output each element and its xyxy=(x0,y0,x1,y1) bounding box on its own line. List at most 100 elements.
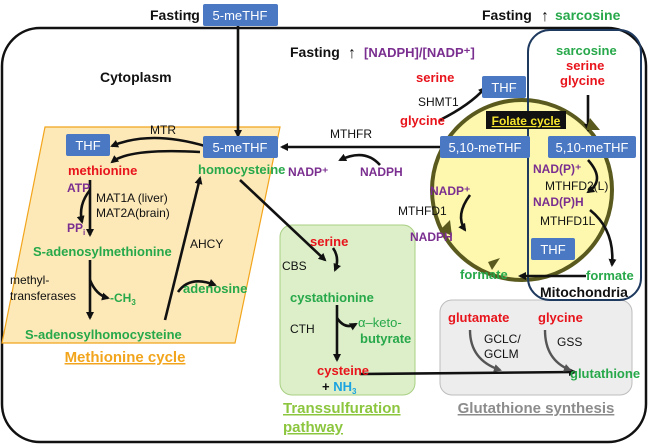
alpha-ketobutyrate-label-2: butyrate xyxy=(360,331,411,346)
glutamate-label: glutamate xyxy=(448,310,509,325)
arrow-cth-ketobutyrate xyxy=(335,317,358,331)
cbs-label: CBS xyxy=(282,259,307,273)
nadp-plus-label: NADP⁺ xyxy=(288,165,328,179)
gclc-label-1: GCLC/ xyxy=(484,332,521,346)
folate-510methf: 5,10-meTHF xyxy=(449,140,522,155)
nadp-plus-2-label: NADP⁺ xyxy=(430,184,470,198)
folate-cycle-label: Folate cycle xyxy=(492,114,561,128)
box-510methf-mito xyxy=(548,136,636,158)
fasting-left-label: Fasting xyxy=(150,7,200,23)
box-thf-mito xyxy=(531,238,575,260)
arrow-ch3 xyxy=(88,279,110,301)
arrow-homocysteine-to-methionine xyxy=(110,149,201,164)
mat2a-label: MAT2A(brain) xyxy=(96,206,170,220)
nadph-label: NADPH xyxy=(360,165,403,179)
fasting-middle-metabolite: [NADPH]/[NADP⁺] xyxy=(364,45,475,60)
mito-nadph-label: NAD(P)H xyxy=(533,195,584,209)
cth-label: CTH xyxy=(290,322,315,336)
mito-nadp-plus-label: NAD(P)⁺ xyxy=(533,162,581,176)
folate-thf-top: THF xyxy=(491,80,516,95)
mito-510methf: 5,10-meTHF xyxy=(556,140,629,155)
methionine-5methf: 5-meTHF xyxy=(213,140,268,155)
box-510methf-cyto xyxy=(440,136,530,158)
mthfd2-label: MTHFD2(L) xyxy=(545,179,608,193)
transsulfuration-title-2: pathway xyxy=(283,419,344,436)
mitochondria-label: Mitochondria xyxy=(540,284,628,300)
glutathione-synthesis-title: Glutathione synthesis xyxy=(458,400,615,417)
methionine-thf: THF xyxy=(75,138,100,153)
arrow-atp-to-ppi xyxy=(76,189,92,224)
gclc-label-2: GCLM xyxy=(484,347,519,361)
arrow-adenosine xyxy=(176,279,217,293)
arrow-mthfd1 xyxy=(458,194,472,232)
gss-label: GSS xyxy=(557,335,582,349)
fasting-left-metabolite: 5-meTHF xyxy=(213,8,268,23)
mtr-label: MTR xyxy=(150,123,176,137)
arrow-mito-mthfd1l xyxy=(589,208,617,267)
adenosine-label: adenosine xyxy=(183,281,247,296)
arrow-homocysteine-to-cystathionine xyxy=(239,179,327,262)
glutathione-region xyxy=(439,299,633,396)
arrow-glycine-gss xyxy=(543,329,572,372)
methionine-cycle-title: Methionine cycle xyxy=(65,349,186,366)
arrow-mtr xyxy=(110,136,206,148)
mito-thf-bottom: THF xyxy=(540,242,565,257)
cysteine-label: cysteine xyxy=(317,363,369,378)
nh3-label: + NH3 xyxy=(322,379,357,396)
cytoplasm-label: Cytoplasm xyxy=(100,69,172,85)
fasting-left-up-icon: ↑ xyxy=(186,8,194,25)
arrow-serine-cbs xyxy=(331,247,341,272)
sarcosine-mito-label: sarcosine xyxy=(556,43,617,58)
folate-arrowhead-bottom xyxy=(488,258,500,270)
sah-label: S-adenosylhomocysteine xyxy=(25,327,182,342)
glycine-mito-label: glycine xyxy=(560,73,605,88)
fasting-middle-label: Fasting xyxy=(290,44,340,60)
alpha-ketobutyrate-label-1: α–keto- xyxy=(358,315,402,330)
cystathionine-label: cystathionine xyxy=(290,290,374,305)
methyltransferases-label-2: transferases xyxy=(10,289,76,303)
atp-label: ATP xyxy=(67,181,90,195)
transsulfuration-region xyxy=(279,224,416,396)
mthfr-label: MTHFR xyxy=(330,127,372,141)
nadph-2-label: NADPH xyxy=(410,230,453,244)
glycine-gsh-label: glycine xyxy=(538,310,583,325)
fasting-middle-up-icon: ↑ xyxy=(348,45,356,62)
glycine-cyto-label: glycine xyxy=(400,113,445,128)
mat1a-label: MAT1A (liver) xyxy=(96,191,168,205)
box-5methf-top xyxy=(203,4,278,26)
folate-cycle-label-bg xyxy=(486,111,566,129)
box-thf-folate-top xyxy=(482,76,526,98)
ch3-label: -CH3 xyxy=(110,291,136,307)
serine-mito-label: serine xyxy=(566,58,604,73)
arrow-mito-nadp xyxy=(586,159,599,194)
methionine-cycle-region xyxy=(1,126,281,344)
glutathione-label: glutathione xyxy=(570,366,640,381)
cytoplasm-outline xyxy=(0,26,648,444)
methionine-label: methionine xyxy=(68,163,137,178)
box-thf-methionine xyxy=(66,134,110,156)
formate-cyto-label: formate xyxy=(460,267,508,282)
methyltransferases-label-1: methyl- xyxy=(10,273,49,287)
ahcy-label: AHCY xyxy=(190,237,223,251)
transsulfuration-title-1: Transsulfuration xyxy=(283,400,401,417)
folate-arrowhead-left xyxy=(440,220,452,236)
formate-mito-label: formate xyxy=(586,268,634,283)
shmt1-label: SHMT1 xyxy=(418,95,459,109)
folate-arrowhead-top xyxy=(586,118,600,130)
arrow-nadph-nadp xyxy=(338,153,381,166)
box-5methf-cyto xyxy=(203,136,278,158)
serine-cyto-label: serine xyxy=(416,70,454,85)
serine-ts-label: serine xyxy=(310,234,348,249)
mthfd1l-label: MTHFD1L xyxy=(540,214,596,228)
homocysteine-label: homocysteine xyxy=(198,162,285,177)
arrow-sah-to-homocysteine xyxy=(163,176,203,321)
mitochondria-outline xyxy=(527,29,642,301)
ppi-label: PPi xyxy=(67,221,85,237)
fasting-right-label: Fasting xyxy=(482,7,532,23)
arrow-glutamate xyxy=(468,329,502,372)
sam-label: S-adenosylmethionine xyxy=(33,244,172,259)
mthfd1-label: MTHFD1 xyxy=(398,204,447,218)
fasting-right-up-icon: ↑ xyxy=(541,8,549,25)
